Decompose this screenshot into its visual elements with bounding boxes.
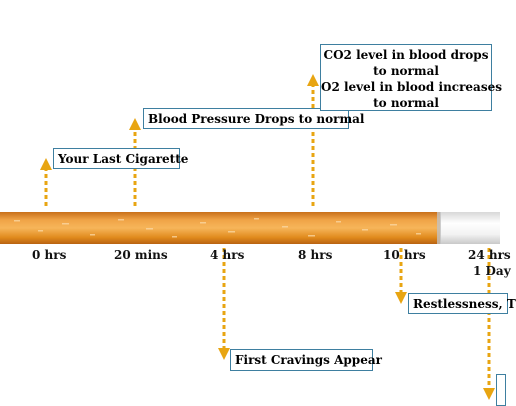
event-text-blood-pressure: Blood Pressure Drops to normal [148,112,365,126]
tick-label-10hrs: 10 hrs [383,248,426,262]
event-box-restlessness: Restlessness, T [408,293,516,314]
event-text-cravings: First Cravings Appear [235,353,382,367]
event-box-24hrs-partial [496,374,506,406]
event-text-co2-line1: CO2 level in blood drops [323,48,489,62]
tick-label-8hrs: 8 hrs [298,248,333,262]
timeline-diagram: 0 hrs 20 mins 4 hrs 8 hrs 10 hrs 24 hrs … [0,44,516,406]
tick-label-4hrs: 4 hrs [210,248,245,262]
tick-label-0hrs: 0 hrs [32,248,67,262]
filter-speckles [14,218,421,238]
event-box-blood-pressure: Blood Pressure Drops to normal [143,108,365,129]
event-box-cravings: First Cravings Appear [230,349,382,371]
tick-label-1day: 1 Day [473,264,511,278]
cigarette-paper [440,212,500,244]
event-text-last-cigarette: Your Last Cigarette [58,152,189,166]
arrow-head-up-0hrs [40,158,52,170]
arrow-head-down-10hrs [395,292,407,304]
arrow-head-down-4hrs [218,348,230,360]
event-text-restlessness: Restlessness, T [413,297,516,311]
tick-label-20mins: 20 mins [114,248,168,262]
cigarette-bar [0,212,500,244]
tick-label-24hrs: 24 hrs [468,248,511,262]
event-text-co2-line2: to normal [373,64,439,78]
arrow-head-down-24hrs [483,388,495,400]
event-box-last-cigarette: Your Last Cigarette [53,148,188,169]
event-text-o2-line1: O2 level in blood increases [321,80,502,94]
cigarette-filter [0,212,440,244]
event-text-o2-line2: to normal [373,96,439,110]
arrow-head-up-8hrs [307,74,319,86]
arrow-head-up-20mins [129,118,141,130]
event-box-co2-o2: CO2 level in blood drops to normal O2 le… [320,44,502,111]
